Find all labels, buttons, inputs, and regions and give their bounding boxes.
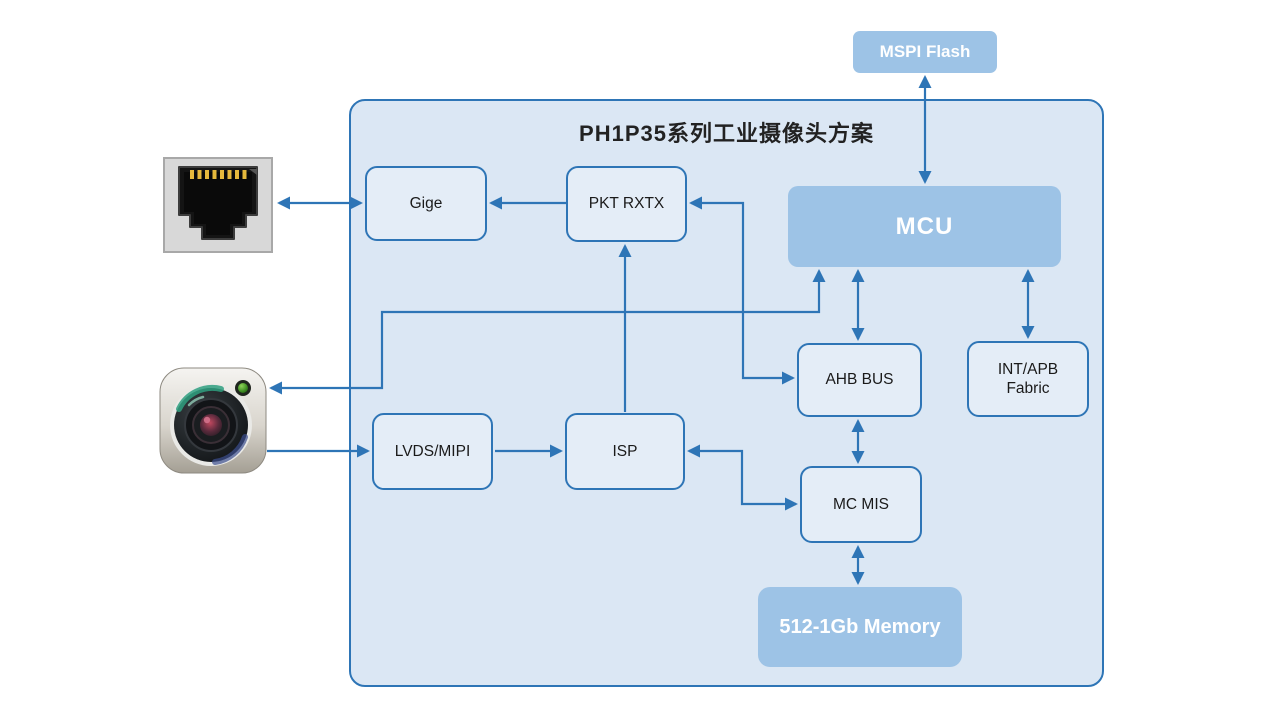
diagram-title: PH1P35系列工业摄像头方案: [579, 121, 874, 146]
node-mcu: MCU: [788, 186, 1061, 267]
node-mspi-flash: MSPI Flash: [853, 31, 997, 73]
node-lvds-mipi-label: LVDS/MIPI: [394, 442, 471, 460]
node-memory-label: 512-1Gb Memory: [779, 615, 941, 638]
node-ahb-bus: AHB BUS: [797, 343, 922, 417]
node-isp-label: ISP: [612, 442, 638, 460]
node-memory: 512-1Gb Memory: [758, 587, 962, 667]
node-gige-label: Gige: [409, 194, 443, 212]
node-int-apb-fabric-label: INT/APB Fabric: [997, 360, 1059, 397]
node-mspi-flash-label: MSPI Flash: [879, 42, 971, 62]
node-isp: ISP: [565, 413, 685, 490]
node-pkt-rxtx-label: PKT RXTX: [588, 195, 665, 213]
node-gige: Gige: [365, 166, 487, 241]
node-mc-mis: MC MIS: [800, 466, 922, 543]
node-lvds-mipi: LVDS/MIPI: [372, 413, 493, 490]
node-int-apb-fabric: INT/APB Fabric: [967, 341, 1089, 417]
camera-icon: [159, 367, 267, 474]
node-mcu-label: MCU: [895, 212, 954, 240]
node-ahb-bus-label: AHB BUS: [825, 371, 894, 389]
node-mc-mis-label: MC MIS: [833, 495, 889, 513]
ethernet-jack-icon: [163, 157, 273, 253]
node-pkt-rxtx: PKT RXTX: [566, 166, 687, 242]
